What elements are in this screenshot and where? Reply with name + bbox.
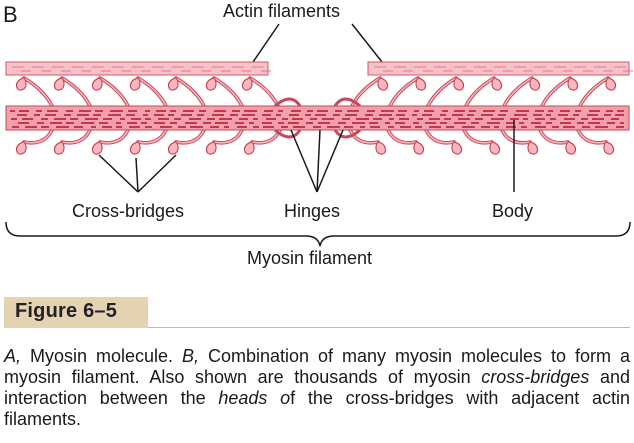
cross-bridges-pointer	[98, 154, 177, 193]
figure-rule	[148, 327, 630, 328]
actin-leader-left	[252, 23, 280, 63]
panel-letter: B	[3, 2, 18, 27]
actin-filament-left	[5, 61, 271, 76]
hinges-label: Hinges	[284, 201, 340, 221]
actin-leader-right	[351, 23, 383, 63]
figure-number-tab: Figure 6–5	[4, 297, 148, 328]
body-label: Body	[492, 201, 533, 221]
myosin-filament-bracket	[5, 221, 631, 247]
cross-bridge-heads	[15, 76, 617, 155]
hinges-pointer	[290, 129, 344, 193]
actin-filament-right	[367, 61, 633, 76]
cross-bridges-label: Cross-bridges	[72, 201, 184, 221]
myosin-filament-diagram: B Actin filaments Cross-bridges Hinges B…	[3, 1, 633, 268]
figure-caption: A, Myosin molecule. B, Combination of ma…	[4, 346, 630, 429]
myosin-filament-body	[5, 105, 630, 131]
myosin-filament-label: Myosin filament	[247, 248, 372, 268]
actin-filaments-label: Actin filaments	[223, 1, 340, 21]
figure-number: Figure 6–5	[15, 300, 118, 322]
